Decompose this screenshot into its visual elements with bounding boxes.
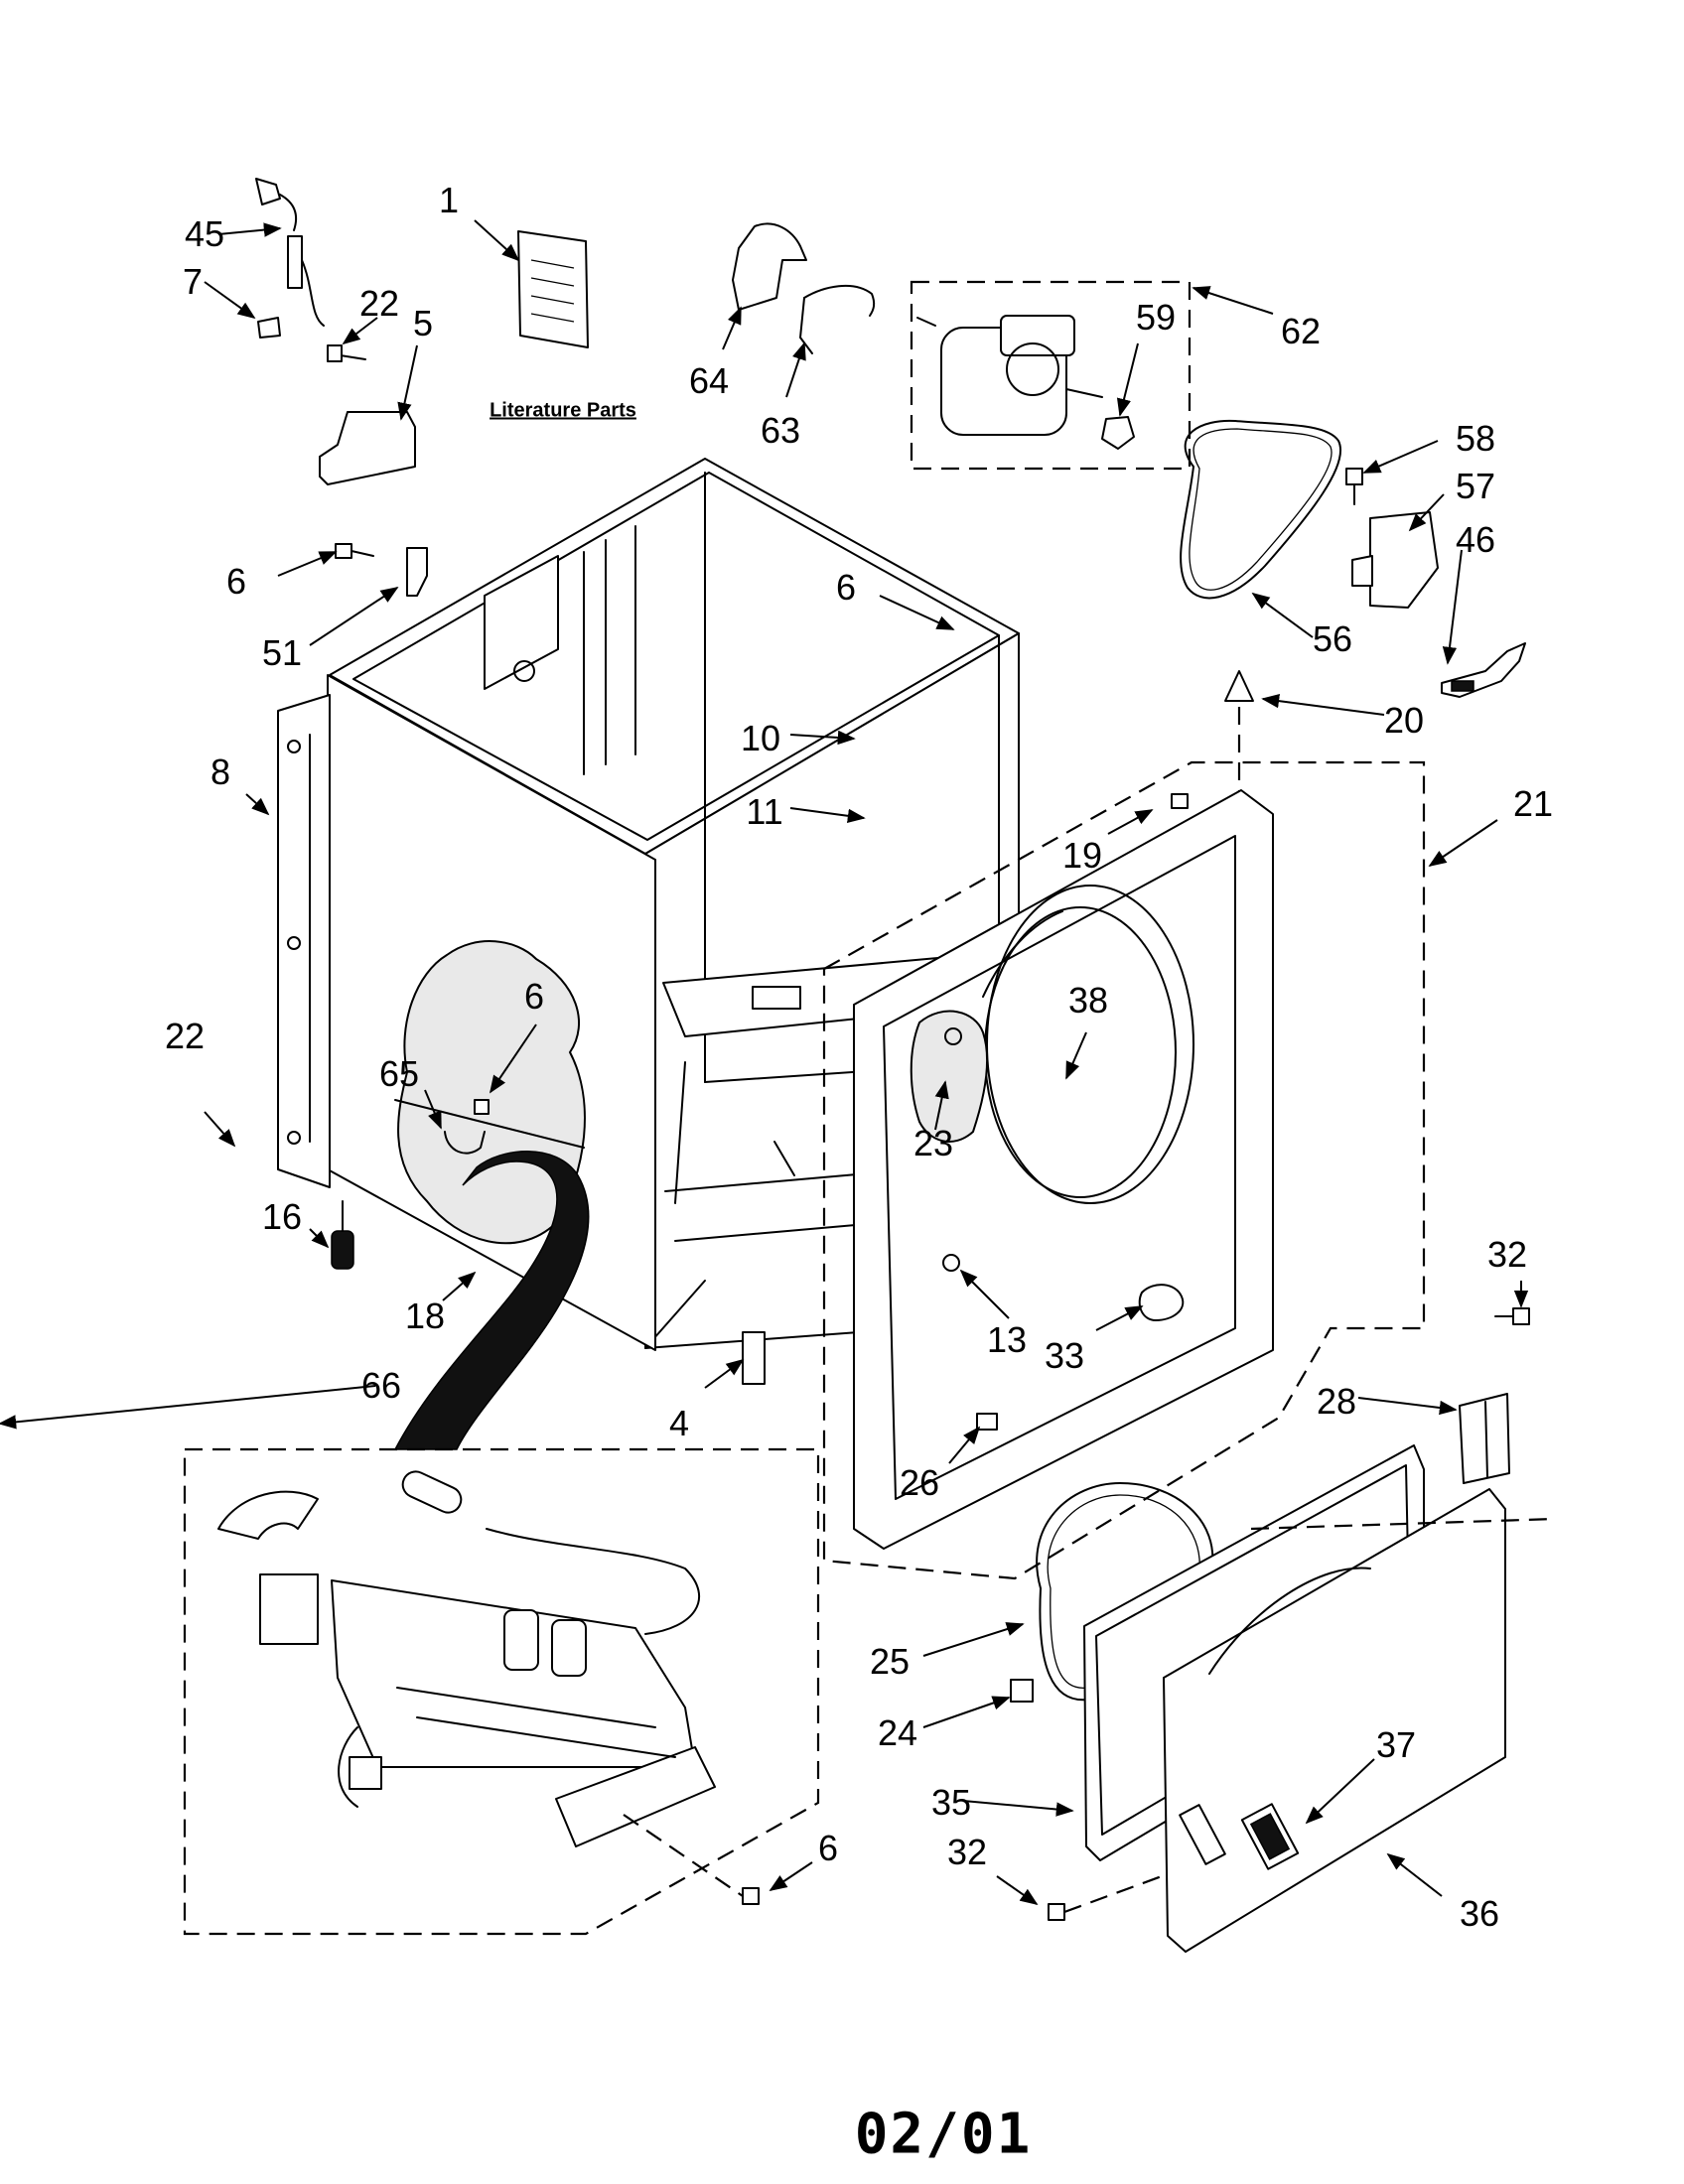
callout-13: 13	[986, 1319, 1028, 1360]
callout-58: 58	[1455, 418, 1496, 459]
callout-37: 37	[1375, 1724, 1417, 1765]
latch-strike	[1010, 1679, 1034, 1703]
callout-20: 20	[1383, 700, 1425, 741]
screw-32-lower	[1048, 1903, 1065, 1921]
callout-6-bottom: 6	[817, 1828, 839, 1868]
callout-26: 26	[899, 1462, 940, 1503]
front-panel	[853, 789, 1274, 1550]
hinge-28	[1459, 1307, 1530, 1484]
callout-46: 46	[1455, 519, 1496, 560]
callout-21: 21	[1512, 783, 1554, 824]
callout-38: 38	[1067, 980, 1109, 1021]
callout-65: 65	[378, 1053, 420, 1094]
callout-57: 57	[1455, 466, 1496, 506]
callout-56: 56	[1312, 618, 1353, 659]
callout-22-side: 22	[164, 1016, 206, 1056]
callout-6-left: 6	[225, 561, 247, 602]
footer-code: 02/01	[854, 2102, 1033, 2167]
callout-4: 4	[668, 1403, 690, 1443]
terminal-block	[255, 178, 325, 339]
bracket-51	[335, 543, 428, 597]
callout-18: 18	[404, 1296, 446, 1336]
callout-6-rear: 6	[835, 567, 857, 608]
callout-10: 10	[740, 718, 781, 758]
callout-6-center: 6	[523, 976, 545, 1017]
callout-7: 7	[182, 261, 204, 302]
bracket-64	[732, 222, 807, 311]
literature-parts-label: Literature Parts	[490, 399, 636, 422]
motor-box	[910, 280, 1192, 471]
callout-59: 59	[1135, 297, 1177, 338]
callout-16: 16	[261, 1196, 303, 1237]
callout-35: 35	[930, 1782, 972, 1823]
bracket-63	[799, 284, 876, 354]
callout-51: 51	[261, 632, 303, 673]
screw-6-lower	[742, 1887, 760, 1905]
gas-burner-assembly	[217, 1470, 716, 1847]
callout-64: 64	[688, 360, 730, 401]
callout-36: 36	[1459, 1893, 1500, 1934]
callout-24: 24	[877, 1712, 918, 1753]
bracket-5	[319, 344, 416, 485]
drive-motor	[916, 315, 1135, 450]
callout-1: 1	[438, 180, 460, 220]
drive-belt	[1180, 419, 1341, 600]
callout-33: 33	[1044, 1335, 1085, 1376]
callout-28: 28	[1316, 1381, 1357, 1422]
callout-23: 23	[912, 1123, 954, 1163]
callout-32-top: 32	[1486, 1234, 1528, 1275]
callout-8: 8	[210, 751, 231, 792]
cabinet	[277, 458, 1020, 1385]
callout-25: 25	[869, 1641, 911, 1682]
callout-45: 45	[184, 213, 225, 254]
outer-door	[1163, 1488, 1506, 1953]
switch-46	[1441, 642, 1526, 698]
callout-22-top: 22	[358, 283, 400, 324]
callout-66: 66	[360, 1365, 402, 1406]
callout-11: 11	[746, 791, 783, 832]
callout-32-bottom: 32	[946, 1832, 988, 1872]
glide-20	[1224, 670, 1254, 702]
callout-62: 62	[1280, 311, 1322, 351]
exhaust-duct	[393, 1151, 590, 1450]
idler-bracket	[1345, 468, 1439, 609]
callout-19: 19	[1061, 835, 1103, 876]
literature-card	[517, 230, 589, 348]
callout-63: 63	[760, 410, 801, 451]
callout-5: 5	[412, 303, 434, 343]
